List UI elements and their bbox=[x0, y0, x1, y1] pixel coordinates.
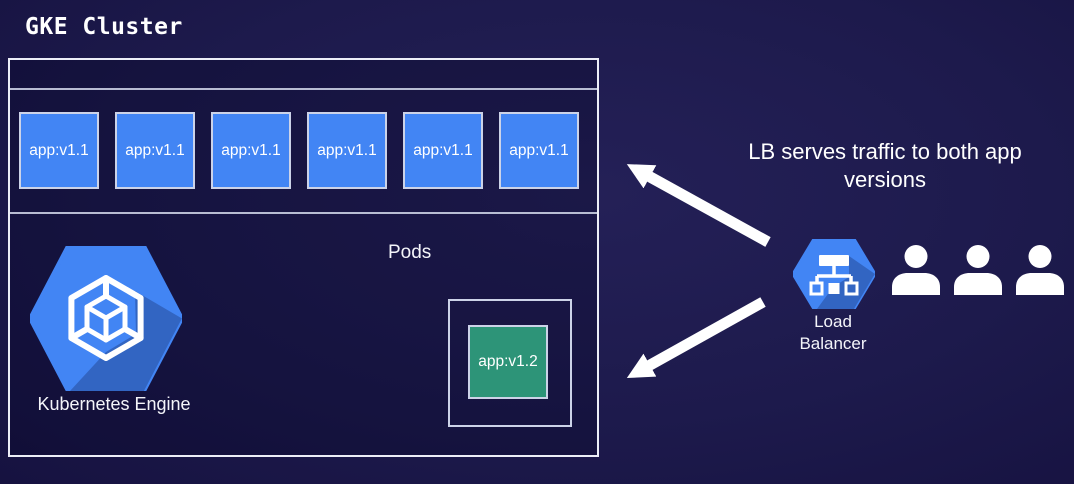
lb-annotation-line1: LB serves traffic to both app bbox=[748, 139, 1022, 164]
load-balancer-icon bbox=[793, 239, 875, 309]
lb-tree-glyph bbox=[809, 255, 859, 296]
pod-v2-box: app:v1.2 bbox=[468, 325, 548, 399]
pod-v1-label: app:v1.1 bbox=[413, 141, 473, 159]
pods-v1-row: app:v1.1 app:v1.1 app:v1.1 app:v1.1 app:… bbox=[10, 90, 597, 214]
pod-v1-label: app:v1.1 bbox=[509, 141, 569, 159]
pod-v1-label: app:v1.1 bbox=[125, 141, 185, 159]
pod-v1-label: app:v1.1 bbox=[29, 141, 89, 159]
cluster-header-band bbox=[10, 60, 597, 90]
load-balancer-label: Load Balancer bbox=[773, 311, 893, 355]
arrow-to-v2-pod bbox=[626, 297, 766, 379]
lb-annotation: LB serves traffic to both app versions bbox=[690, 138, 1074, 194]
pod-v1-box: app:v1.1 bbox=[115, 112, 195, 189]
pod-v1-label: app:v1.1 bbox=[317, 141, 377, 159]
pod-v2-container: app:v1.2 bbox=[448, 299, 572, 427]
pod-v1-box: app:v1.1 bbox=[307, 112, 387, 189]
pods-section-label: Pods bbox=[388, 242, 432, 263]
lb-annotation-line2: versions bbox=[844, 167, 926, 192]
users-group bbox=[892, 245, 1064, 295]
pod-v1-label: app:v1.1 bbox=[221, 141, 281, 159]
pod-v1-box: app:v1.1 bbox=[403, 112, 483, 189]
user-icon bbox=[1016, 245, 1064, 295]
gke-cluster-box: app:v1.1 app:v1.1 app:v1.1 app:v1.1 app:… bbox=[8, 58, 599, 457]
pod-v1-box: app:v1.1 bbox=[211, 112, 291, 189]
pod-v2-label: app:v1.2 bbox=[478, 353, 538, 370]
pod-v1-box: app:v1.1 bbox=[499, 112, 579, 189]
pod-v1-box: app:v1.1 bbox=[19, 112, 99, 189]
kubernetes-engine-icon bbox=[30, 246, 182, 391]
load-balancer-label-line1: Load bbox=[814, 312, 852, 331]
user-icon bbox=[954, 245, 1002, 295]
kubernetes-engine-label: Kubernetes Engine bbox=[37, 394, 191, 414]
load-balancer-label-line2: Balancer bbox=[799, 334, 867, 353]
user-icon bbox=[892, 245, 940, 295]
diagram-title: GKE Cluster bbox=[25, 14, 183, 40]
